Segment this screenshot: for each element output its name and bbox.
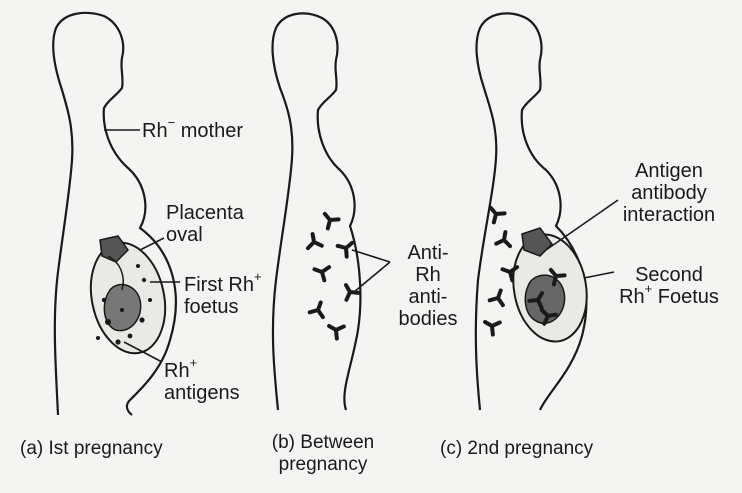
mother-silhouette-b [273, 13, 361, 410]
caption-between-pregnancy: (b) Between pregnancy [248, 432, 398, 476]
mother-silhouette-a [53, 13, 176, 415]
placenta-oval-a [81, 236, 175, 361]
placenta-oval-label: Placenta oval [166, 202, 244, 246]
rh-negative-mother-label: Rh− mother [142, 120, 243, 142]
rh-antigens-label: Rh+ antigens [164, 360, 240, 404]
caption-second-pregnancy: (c) 2nd pregnancy [440, 438, 593, 460]
second-rh-foetus-label: Second Rh+ Foetus [604, 264, 734, 308]
antigen-antibody-interaction-label: Antigen antibody interaction [606, 160, 732, 226]
anti-rh-antibodies-label: Anti- Rh anti- bodies [392, 242, 464, 330]
first-rh-foetus-label: First Rh+ foetus [184, 274, 262, 318]
placenta-oval-c [505, 228, 595, 347]
caption-first-pregnancy: (a) Ist pregnancy [20, 438, 163, 460]
